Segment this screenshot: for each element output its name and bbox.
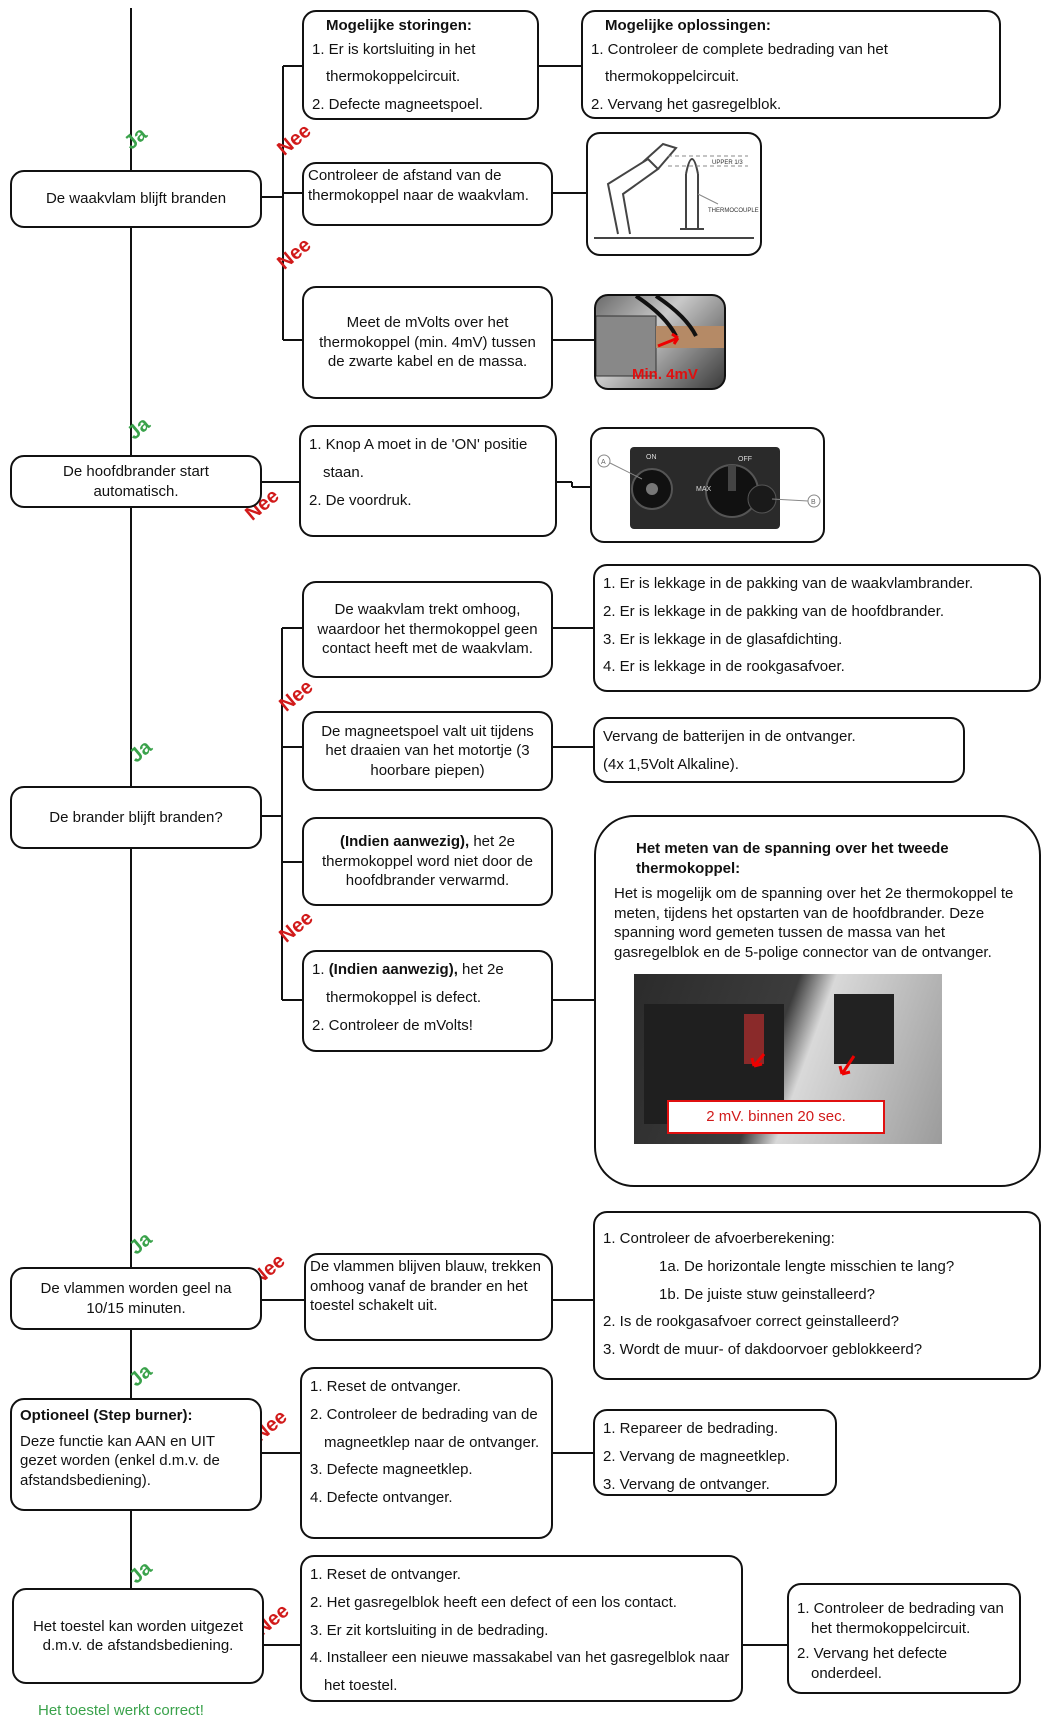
gasregelblok-box: 1. Reset de ontvanger. 2. Het gasregelbl… (300, 1555, 743, 1702)
question-brander: De brander blijft branden? (10, 786, 262, 849)
question-hoofdbrander: De hoofdbrander start automatisch. (10, 455, 262, 508)
question-vlammen: De vlammen worden geel na 10/15 minuten. (10, 1267, 262, 1330)
storingen-box: Mogelijke storingen: 1. Er is kortsluiti… (302, 10, 539, 120)
meten-title: Het meten van de spanning over het tweed… (636, 840, 949, 877)
list-item: 2. Vervang de magneetklep. (603, 1447, 790, 1465)
valve-on-label: ON (646, 454, 657, 461)
list-item: (4x 1,5Volt Alkaline). (603, 755, 739, 773)
storingen-title: Mogelijke storingen: (326, 17, 472, 34)
list-item: 2. Controleer de mVolts! (312, 1016, 473, 1034)
bedrading-box: 1. Controleer de bedrading van het therm… (787, 1583, 1021, 1694)
knop-box: 1. Knop A moet in de 'ON' positie staan.… (299, 425, 557, 537)
list-item: 1. Reset de ontvanger. (310, 1378, 461, 1395)
list-item: 2. Is de rookgasafvoer correct geinstall… (603, 1313, 899, 1331)
list-item: 4. Defecte ontvanger. (310, 1489, 453, 1506)
magneetspoel-text: De magneetspoel valt uit tijdens het dra… (321, 722, 534, 779)
list-item: 1b. De juiste stuw geinstalleerd? (659, 1285, 875, 1303)
question-uitgezet: Het toestel kan worden uitgezet d.m.v. d… (12, 1588, 264, 1684)
reset-box: 1. Reset de ontvanger. 2. Controleer de … (300, 1367, 553, 1539)
lekkage-box: 1. Er is lekkage in de pakking van de wa… (593, 564, 1041, 692)
upper-label: UPPER 1/3 (712, 160, 743, 166)
afvoer-box: 1. Controleer de afvoerberekening: 1a. D… (593, 1211, 1041, 1380)
valve-max-label: MAX (696, 486, 712, 493)
list-item: 4. Installeer een nieuwe massakabel van … (310, 1649, 730, 1694)
list-item: 3. Vervang de ontvanger. (603, 1475, 770, 1493)
valve-off-label: OFF (738, 456, 752, 463)
rest-text: het 2e thermokoppel word niet door de ho… (322, 833, 533, 890)
list-item: 1. Reset de ontvanger. (310, 1566, 461, 1583)
blauw-box: De vlammen blijven blauw, trekken omhoog… (304, 1253, 553, 1341)
question-label: Het toestel kan worden uitgezet d.m.v. d… (32, 1617, 244, 1655)
thermocouple-sketch: UPPER 1/3 THERMOCOUPLE (594, 142, 759, 239)
list-item: 1. Repareer de bedrading. (603, 1420, 779, 1437)
list-item: Vervang de batterijen in de ontvanger. (603, 728, 856, 745)
stepburner-title: Optioneel (Step burner): (20, 1407, 193, 1424)
tweede-thermokoppel-box: (Indien aanwezig), het 2e thermokoppel w… (302, 817, 553, 906)
probe-sketch (596, 296, 724, 377)
oplossingen-box: Mogelijke oplossingen: 1. Controleer de … (581, 10, 1001, 119)
list-item: 3. Er is lekkage in de glasafdichting. (603, 630, 843, 648)
num-text: 1. (312, 961, 329, 978)
final-status: Het toestel werkt correct! (38, 1702, 204, 1719)
tweede-thermokoppel-text: (Indien aanwezig), het 2e thermokoppel w… (312, 832, 543, 891)
defect-box: 1. (Indien aanwezig), het 2e thermokoppe… (302, 950, 553, 1052)
question-label: De brander blijft branden? (49, 808, 223, 826)
list-item: 2. Defecte magneetspoel. (312, 96, 483, 113)
question-label: De vlammen worden geel na 10/15 minuten. (40, 1280, 232, 1317)
repair-box: 1. Repareer de bedrading. 2. Vervang de … (593, 1409, 837, 1496)
list-item: 2. Het gasregelblok heeft een defect of … (310, 1593, 677, 1611)
question-label: De waakvlam blijft branden (45, 190, 227, 208)
thermocouple-label: THERMOCOUPLE (708, 208, 759, 214)
rest-text: het 2e thermokoppel is defect. (326, 961, 504, 1006)
list-item: 3. Er zit kortsluiting in de bedrading. (310, 1621, 549, 1639)
list-item: 2. De voordruk. (309, 491, 412, 509)
list-item: 1. (Indien aanwezig), het 2e thermokoppe… (312, 956, 543, 1012)
oplossingen-title: Mogelijke oplossingen: (605, 17, 771, 34)
stepburner-text: Deze functie kan AAN en UIT gezet worden… (20, 1432, 220, 1489)
meet-box: Meet de mVolts over het thermokoppel (mi… (302, 286, 553, 399)
thermocouple-diagram: UPPER 1/3 THERMOCOUPLE (586, 132, 762, 256)
list-item: 1a. De horizontale lengte misschien te l… (659, 1257, 955, 1275)
list-item: 4. Er is lekkage in de rookgasafvoer. (603, 658, 845, 676)
question-waakvlam: De waakvlam blijft branden (10, 170, 262, 228)
list-item: 1. Er is lekkage in de pakking van de wa… (603, 575, 974, 592)
mvolt-photo: Min. 4mV (594, 294, 726, 390)
min-4mv-label: Min. 4mV (632, 366, 698, 383)
spanning-label: 2 mV. binnen 20 sec. (667, 1100, 885, 1134)
list-item: 1. Knop A moet in de 'ON' positie staan. (309, 436, 528, 481)
blauw-text: De vlammen blijven blauw, trekken omhoog… (310, 1258, 541, 1314)
list-item: 1. Er is kortsluiting in het thermokoppe… (312, 40, 476, 86)
meten-box: Het meten van de spanning over het tweed… (594, 815, 1041, 1187)
meten-text: Het is mogelijk om de spanning over het … (614, 885, 1014, 961)
list-item: 2. Er is lekkage in de pakking van de ho… (603, 602, 945, 620)
list-item: 3. Wordt de muur- of dakdoorvoer geblokk… (603, 1341, 923, 1358)
waakvlam-omhoog-text: De waakvlam trekt omhoog, waardoor het t… (317, 601, 538, 658)
list-item: 1. Controleer de bedrading van het therm… (797, 1600, 1004, 1637)
valve-b-label: B (811, 499, 816, 506)
gas-valve-photo: ON OFF MAX A B (590, 427, 825, 543)
afstand-box: Controleer de afstand van de thermokoppe… (302, 162, 553, 226)
list-item: 1. Controleer de afvoerberekening: (603, 1230, 835, 1247)
bold-text: (Indien aanwezig), (339, 833, 470, 851)
waakvlam-omhoog-box: De waakvlam trekt omhoog, waardoor het t… (302, 581, 553, 678)
list-item: 1. Controleer de complete bedrading van … (591, 40, 888, 86)
magneetspoel-box: De magneetspoel valt uit tijdens het dra… (302, 711, 553, 791)
gas-valve-sketch: ON OFF MAX A B (597, 447, 821, 529)
meet-text: Meet de mVolts over het thermokoppel (mi… (319, 314, 536, 371)
question-label: De hoofdbrander start automatisch. (63, 463, 209, 500)
valve-a-label: A (601, 459, 606, 466)
list-item: 3. Defecte magneetklep. (310, 1461, 473, 1479)
stepburner-box: Optioneel (Step burner): Deze functie ka… (10, 1398, 262, 1511)
list-item: 2. Controleer de bedrading van de magnee… (310, 1405, 540, 1451)
list-item: 2. Vervang het defecte onderdeel. (797, 1645, 948, 1682)
batterijen-box: Vervang de batterijen in de ontvanger. (… (593, 717, 965, 783)
connector-photo: 2 mV. binnen 20 sec. (634, 974, 942, 1144)
bold-text: (Indien aanwezig), (328, 961, 458, 978)
afstand-text: Controleer de afstand van de thermokoppe… (308, 167, 529, 204)
list-item: 2. Vervang het gasregelblok. (591, 96, 782, 113)
